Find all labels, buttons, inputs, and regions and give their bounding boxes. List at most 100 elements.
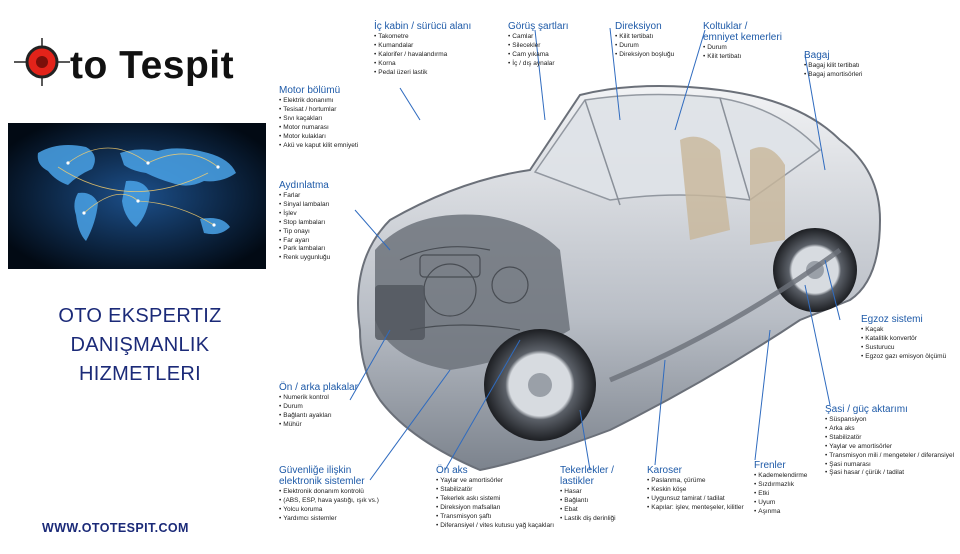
group-title-line-2: lastikler (560, 476, 594, 487)
group-item: Transmisyon şaftı (436, 513, 554, 522)
group-title: Ön / arka plakalar (279, 382, 358, 393)
group-item: Mühür (279, 421, 358, 430)
group-item: Süspansiyon (825, 416, 954, 425)
group-title: Güvenliğe ilişkin (279, 465, 352, 476)
group-item: Farlar (279, 192, 330, 201)
group-item: Far ayarı (279, 237, 330, 246)
group-item: Kilit tertibatı (703, 53, 782, 62)
group-item: Silecekler (508, 42, 569, 51)
service-tagline: OTO EKSPERTIZ DANIŞMANLIK HIZMETLERI (0, 302, 280, 389)
group-item: Bağlantı (560, 497, 616, 506)
group-title: İç kabin / sürücü alanı (374, 21, 472, 32)
group-item: Sinyal lambaları (279, 201, 330, 210)
group-item: Kademelendirme (754, 472, 807, 481)
group-item: Cam yıkama (508, 51, 569, 60)
label-group-exhaust: Egzoz sistemi Kaçak Katalitik konvertör … (861, 314, 946, 362)
label-group-front-axle: Ön aks Yaylar ve amortisörler Stabilizat… (436, 465, 554, 530)
group-item: Katalitik konvertör (861, 335, 946, 344)
group-item: Direksiyon boşluğu (615, 51, 674, 60)
group-title: Egzoz sistemi (861, 314, 923, 325)
group-item: Şasi hasar / çürük / tadilat (825, 469, 954, 478)
group-title: Direksiyon (615, 21, 662, 32)
group-item: Kaçak (861, 326, 946, 335)
group-item: Kapılar: işlev, menteşeler, kilitler (647, 504, 743, 513)
label-group-trunk: Bagaj Bagaj kilit tertibatı Bagaj amorti… (804, 50, 862, 80)
label-group-lighting: Aydınlatma Farlar Sinyal lambaları İşlev… (279, 180, 330, 263)
website-url: WWW.OTOTESPIT.COM (42, 521, 189, 535)
group-item: (ABS, ESP, hava yastığı, ışık vs.) (279, 497, 379, 506)
group-item: Stop lambaları (279, 219, 330, 228)
group-item: Numerik kontrol (279, 394, 358, 403)
group-item: Pedal üzeri lastik (374, 69, 471, 78)
group-title-line-2: emniyet kemerleri (703, 32, 782, 43)
brand-logo (12, 32, 252, 92)
group-item: Sızdırmazlık (754, 481, 807, 490)
group-item: Hasar (560, 488, 616, 497)
label-group-visibility: Görüş şartları Camlar Silecekler Cam yık… (508, 21, 569, 69)
group-item: Stabilizatör (825, 434, 954, 443)
group-title: Frenler (754, 460, 786, 471)
group-item: Yardımcı sistemler (279, 515, 379, 524)
group-title: Görüş şartları (508, 21, 569, 32)
car-cutaway-illustration (349, 27, 882, 481)
group-item: Egzoz gazı emisyon ölçümü (861, 353, 946, 362)
group-item: Yolcu koruma (279, 506, 379, 515)
label-group-interior: İç kabin / sürücü alanı Takometre Kumand… (374, 21, 471, 78)
world-map-image (8, 123, 266, 269)
tagline-line-3: HIZMETLERI (79, 363, 201, 385)
label-group-chassis: Şasi / güç aktarımı Süspansiyon Arka aks… (825, 404, 954, 478)
group-item: Diferansiyel / vites kutusu yağ kaçaklar… (436, 522, 554, 531)
group-item: Yaylar ve amortisörler (825, 443, 954, 452)
label-group-engine: Motor bölümü Elektrik donanımı Tesisat /… (279, 85, 358, 150)
label-group-body: Karoser Paslanma, çürüme Keskin köşe Uyg… (647, 465, 744, 513)
group-item: Elektronik donanım kontrolü (279, 488, 379, 497)
group-title-line-2: elektronik sistemler (279, 476, 365, 487)
group-item: Direksiyon mafsalları (436, 504, 554, 513)
group-title: Ön aks (436, 465, 468, 476)
group-title: Tekerlekler / (560, 465, 614, 476)
group-item: Park lambaları (279, 245, 330, 254)
group-item: Kumandalar (374, 42, 471, 51)
group-item: Lastik diş derinliği (560, 515, 615, 524)
group-item: Uyum (754, 499, 807, 508)
group-title: Karoser (647, 465, 683, 476)
group-item: Uygunsuz tamirat / tadilat (647, 495, 744, 504)
group-item: Şasi numarası (825, 461, 954, 470)
group-item: İşlev (279, 210, 330, 219)
group-item: Akü ve kaput kilit emniyeti (279, 142, 358, 151)
group-item: Kilit tertibatı (615, 33, 674, 42)
group-item: Camlar (508, 33, 569, 42)
label-group-wheels-tires: Tekerlekler / lastikler Hasar Bağlantı E… (560, 465, 616, 524)
group-item: İç / dış aynalar (508, 60, 569, 69)
group-item: Sıvı kaçakları (279, 115, 358, 124)
group-item: Bağlantı ayakları (279, 412, 358, 421)
group-item: Durum (615, 42, 674, 51)
group-item: Durum (279, 403, 358, 412)
group-item: Stabilizatör (436, 486, 554, 495)
group-item: Motor numarası (279, 124, 358, 133)
group-item: Etki (754, 490, 807, 499)
group-item: Kalorifer / havalandırma (374, 51, 471, 60)
label-group-seats: Koltuklar / emniyet kemerleri Durum Kili… (703, 21, 782, 62)
label-group-steering: Direksiyon Kilit tertibatı Durum Direksi… (615, 21, 674, 60)
group-item: Elektrik donanımı (279, 97, 358, 106)
tagline-line-1: OTO EKSPERTIZ (58, 305, 222, 327)
group-item: Durum (703, 44, 782, 53)
group-title: Şasi / güç aktarımı (825, 404, 908, 415)
group-item: Arka aks (825, 425, 954, 434)
logo-text: to Tespit (70, 44, 235, 87)
group-item: Transmisyon mili / mengeteler / diferans… (825, 452, 954, 461)
group-item: Motor kulakları (279, 133, 358, 142)
group-item: Susturucu (861, 344, 946, 353)
label-group-plates: Ön / arka plakalar Numerik kontrol Durum… (279, 382, 358, 430)
group-title: Bagaj (804, 50, 830, 61)
group-item: Keskin köşe (647, 486, 744, 495)
group-title: Motor bölümü (279, 85, 341, 96)
group-item: Takometre (374, 33, 471, 42)
group-item: Renk uygunluğu (279, 254, 330, 263)
crosshair-logo-icon (14, 38, 70, 86)
group-item: Yaylar ve amortisörler (436, 477, 554, 486)
group-title: Aydınlatma (279, 180, 329, 191)
label-group-brakes: Frenler Kademelendirme Sızdırmazlık Etki… (754, 460, 807, 517)
group-title: Koltuklar / (703, 21, 748, 32)
